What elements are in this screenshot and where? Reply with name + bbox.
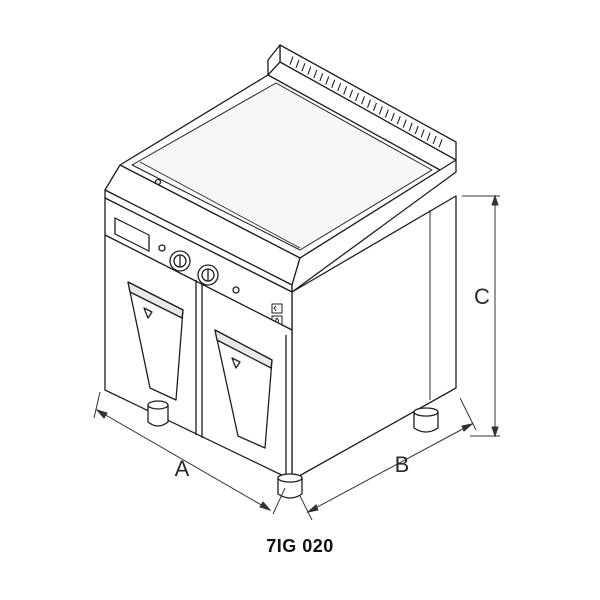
- vent-slot: [337, 82, 342, 92]
- vent-slot: [295, 59, 300, 69]
- ce-mark-icon: [271, 303, 283, 314]
- vent-slot: [420, 129, 425, 138]
- control-panel: [104, 197, 293, 331]
- dimension-lines: [93, 194, 500, 521]
- pilot-light-left: [158, 244, 166, 252]
- door-right-handle[interactable]: [214, 329, 273, 449]
- vent-slot: [414, 125, 419, 135]
- dimension-a-line: [96, 409, 271, 511]
- vent-slot: [361, 96, 366, 105]
- vent-slot: [343, 86, 348, 95]
- vent-slot: [301, 63, 306, 72]
- door-left-handle[interactable]: [127, 281, 184, 401]
- ignition-display: [114, 217, 150, 252]
- back-splash: [267, 44, 457, 161]
- vent-slot: [319, 72, 324, 82]
- vent-slot: [396, 115, 401, 125]
- vent-slot: [408, 122, 413, 132]
- vent-slot: [390, 112, 395, 122]
- model-code: 7IG 020: [266, 536, 334, 556]
- warning-sticker-icon: [143, 307, 153, 319]
- pilot-light-right: [232, 286, 240, 294]
- vent-slot: [378, 106, 383, 115]
- knob-left[interactable]: [169, 250, 191, 272]
- feet: [147, 400, 439, 499]
- vent-slot: [366, 99, 371, 108]
- dimension-b-line: [307, 423, 473, 513]
- vent-slot: [372, 102, 377, 112]
- vent-slot: [313, 69, 318, 79]
- vent-slot: [325, 76, 330, 85]
- vent-slot: [438, 139, 443, 148]
- vent-slot: [426, 132, 431, 141]
- vent-slot: [331, 79, 336, 89]
- vent-slot: [349, 89, 354, 98]
- dimension-b-label: B: [395, 452, 410, 477]
- vent-slot: [384, 109, 389, 118]
- front-rim: [104, 159, 457, 293]
- knob-right[interactable]: [197, 264, 219, 286]
- warning-sticker-icon: [231, 357, 241, 369]
- vent-slot: [402, 119, 407, 128]
- vent-slot: [432, 135, 437, 145]
- dimension-a-label: A: [175, 456, 190, 481]
- griddle-plate: [119, 74, 441, 259]
- vent-slots: [289, 56, 443, 148]
- vent-slot: [307, 66, 312, 75]
- vent-slot: [289, 56, 294, 65]
- dimension-c-label: C: [474, 284, 490, 309]
- vent-slot: [355, 92, 360, 102]
